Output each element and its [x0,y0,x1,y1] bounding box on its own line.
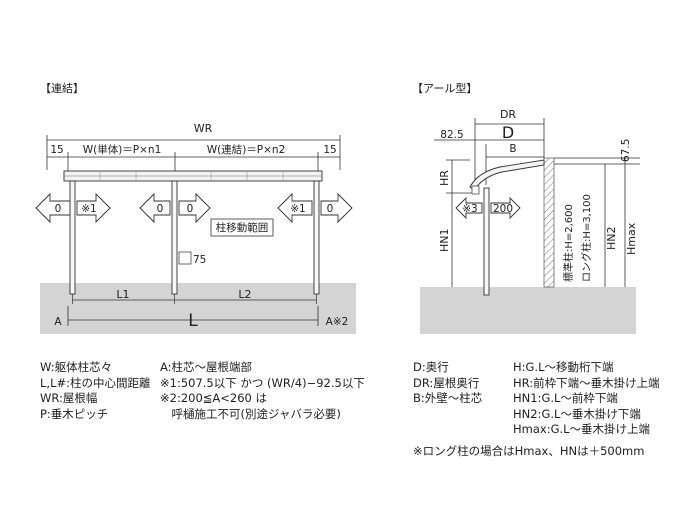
legend-item: D:奥行 [413,360,449,374]
left-wr-label: WR [194,122,213,135]
legend-item: B:外壁～柱芯 [413,391,483,405]
left-a-left: A [54,316,62,328]
left-zero-3: 0 [187,203,194,215]
right-heading: 【アール型】 [412,81,477,95]
right-ground [420,287,636,334]
right-std-post: 標準柱:H=2,600 [562,204,575,282]
right-curved-roof [469,159,545,191]
right-hn1: HN1 [438,229,451,253]
left-note1-a: ※1 [81,203,96,215]
left-w-joined: W(連結)＝P×n2 [207,143,286,156]
right-post [483,187,490,296]
legend-item: WR:屋根幅 [40,391,98,405]
left-height-75: 75 [193,254,206,266]
left-a-right: A※2 [326,316,349,328]
left-l2: L2 [238,288,251,301]
legend-right-a: D:奥行 DR:屋根奥行 B:外壁～柱芯 [413,360,482,407]
left-zero-4: 0 [327,203,334,215]
legend-item: L,L#:柱の中心間距離 [40,375,151,390]
legend-item: 呼樋施工不可(別途ジャバラ必要) [160,406,341,421]
right-hmax: Hmax [625,222,638,255]
legend-item: H:G.L～移動桁下端 [513,360,614,374]
legend-item: P:垂木ピッチ [40,406,109,421]
right-long-post: ロング柱:H=3,100 [580,194,593,282]
legend-left-a: W:躯体柱芯々 L,L#:柱の中心間距離 WR:屋根幅 P:垂木ピッチ [40,360,150,422]
left-ground [40,283,356,334]
right-d: D [502,123,514,142]
right-arrow-note3 [455,196,483,220]
left-note1-b: ※1 [290,203,305,215]
legend-item: ※2:200≦A<260 は [160,391,268,405]
left-post-range-box [210,218,274,237]
left-arrow-mid-right [178,192,211,224]
legend-item: A:柱芯～屋根端部 [160,360,253,374]
legend-item: HR:前枠下端～垂木掛け上端 [513,375,660,390]
left-post-range: 柱移動範囲 [216,221,269,234]
left-zero-1: 0 [55,203,62,215]
right-arrow-200 [490,196,521,220]
right-v200: 200 [493,203,513,215]
right-hr: HR [438,170,451,186]
legend-item: HN1:G.L～前枠下端 [513,391,618,405]
legend-item: HN2:G.L～垂木掛け下端 [513,406,641,421]
right-note3: ※3 [462,203,477,215]
legend-item: DR:屋根奥行 [413,375,480,390]
right-v675: 67.5 [620,139,632,162]
legend-right-b: H:G.L～移動桁下端 HR:前枠下端～垂木掛け上端 HN1:G.L～前枠下端 … [513,360,660,438]
left-75-marker [178,251,192,265]
left-arrow-note1-right [277,192,313,224]
left-l1: L1 [116,288,129,301]
left-overhang-right: 15 [323,144,336,156]
left-w-single: W(単体)＝P×n1 [83,143,162,156]
legend-item: ※1:507.5以下 かつ (WR/4)−92.5以下 [160,375,365,390]
legend-left-b: A:柱芯～屋根端部 ※1:507.5以下 かつ (WR/4)−92.5以下 ※2… [160,360,365,422]
left-overhang-left: 15 [50,144,63,156]
left-posts [69,180,320,295]
right-dr: DR [500,108,516,121]
legend-item: W:躯体柱芯々 [40,360,113,374]
right-hn2: HN2 [605,227,618,251]
left-l: L [188,311,198,331]
right-v825: 82.5 [440,129,463,141]
footnote: ※ロング柱の場合はHmax、HNは＋500mm [413,444,645,458]
legend-item: Hmax:G.L～垂木掛け上端 [513,422,651,436]
left-zero-2: 0 [157,203,164,215]
left-heading: 【連結】 [40,81,84,95]
right-b: B [509,143,516,155]
left-arrow-far-right [320,192,353,224]
right-wall [543,157,555,288]
left-arrow-note1-left [76,192,111,224]
left-arrow-mid-left [139,192,171,224]
left-roof-beam [63,170,323,182]
left-arrow-far-left [35,192,71,224]
